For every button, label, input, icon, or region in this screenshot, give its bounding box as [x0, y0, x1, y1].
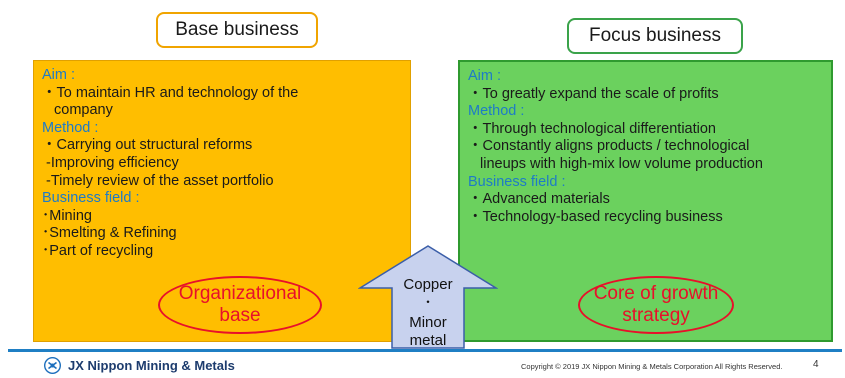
focus-business-heading: Focus business	[567, 18, 743, 54]
organizational-base-ellipse: Organizational base	[158, 276, 322, 334]
arrow-label: Minor	[409, 314, 447, 331]
base-method-label: Method :	[42, 119, 99, 136]
page-number: 4	[813, 359, 819, 370]
footer-divider	[8, 349, 842, 352]
base-aim-line: ・To maintain HR and technology of the	[42, 84, 299, 101]
focus-method-line: ・Through technological differentiation	[468, 120, 717, 137]
focus-method-line: ・Constantly aligns products / technologi…	[468, 138, 750, 155]
base-field-item: ･Smelting & Refining	[42, 225, 177, 242]
arrow-label: metal	[409, 332, 447, 349]
base-field-item: ･Part of recycling	[42, 242, 154, 259]
ellipse-text: base	[219, 305, 261, 326]
focus-field-label: Business field :	[468, 173, 566, 190]
focus-method-line: lineups with high-mix low volume product…	[480, 155, 763, 172]
copyright-text: Copyright © 2019 JX Nippon Mining & Meta…	[521, 362, 783, 371]
jx-logo-icon	[44, 357, 61, 374]
ellipse-text: strategy	[622, 305, 690, 326]
core-of-growth-ellipse: Core of growth strategy	[578, 276, 734, 334]
company-logo-text: JX Nippon Mining & Metals	[68, 358, 235, 373]
focus-field-item: ・Technology-based recycling business	[468, 208, 723, 225]
base-method-line: ・Carrying out structural reforms	[42, 137, 253, 154]
arrow-label: ・	[421, 295, 434, 309]
focus-aim-label: Aim :	[468, 68, 502, 84]
arrow-label: Copper	[403, 276, 453, 293]
base-field-label: Business field :	[42, 190, 140, 207]
base-method-line: -Timely review of the asset portfolio	[46, 172, 274, 189]
base-business-heading: Base business	[156, 12, 318, 48]
focus-aim-line: ・To greatly expand the scale of profits	[468, 85, 719, 102]
ellipse-text: Organizational	[178, 283, 302, 304]
ellipse-text: Core of growth	[593, 283, 719, 304]
base-field-item: ･Mining	[42, 207, 92, 224]
base-method-line: -Improving efficiency	[46, 154, 179, 171]
focus-method-label: Method :	[468, 103, 525, 120]
up-arrow-shape	[358, 245, 498, 349]
base-aim-label: Aim :	[42, 67, 76, 83]
focus-field-item: ・Advanced materials	[468, 191, 610, 208]
base-aim-line: company	[54, 102, 113, 119]
